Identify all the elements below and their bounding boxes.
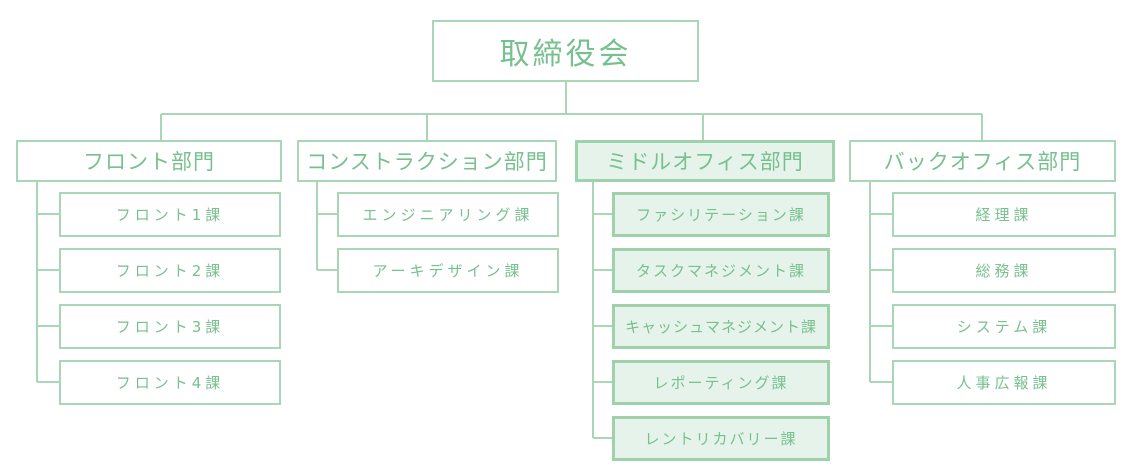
department-label: ミドルオフィス部門 (606, 150, 804, 174)
section-node: ファシリテーション課 (612, 192, 830, 237)
section-node: レポーティング課 (612, 360, 830, 405)
section-label: フロント4課 (115, 374, 225, 392)
department-label: バックオフィス部門 (883, 150, 1082, 174)
section-node: フロント1課 (59, 192, 281, 237)
section-label: 総務課 (975, 262, 1033, 280)
section-node: タスクマネジメント課 (612, 248, 830, 293)
section-label: タスクマネジメント課 (635, 262, 806, 280)
section-label: アーキデザイン課 (372, 262, 524, 280)
department-label: コンストラクション部門 (306, 150, 548, 174)
section-node: フロント3課 (59, 304, 281, 349)
section-label: フロント1課 (115, 206, 225, 224)
section-label: 人事広報課 (956, 374, 1052, 392)
section-node: 人事広報課 (892, 360, 1116, 405)
section-label: ファシリテーション課 (636, 206, 806, 224)
section-node: レントリカバリー課 (612, 416, 830, 461)
section-label: レントリカバリー課 (644, 430, 798, 448)
section-node: エンジニアリング課 (337, 192, 559, 237)
department-label: フロント部門 (83, 150, 215, 174)
section-node: 総務課 (892, 248, 1116, 293)
section-node: キャッシュマネジメント課 (612, 304, 830, 349)
board-of-directors-node: 取締役会 (432, 20, 699, 82)
department-node-middle-office: ミドルオフィス部門 (575, 140, 835, 182)
section-node: アーキデザイン課 (337, 248, 559, 293)
section-label: システム課 (956, 318, 1052, 336)
section-label: フロント2課 (115, 262, 225, 280)
section-label: キャッシュマネジメント課 (624, 318, 817, 336)
department-node-front: フロント部門 (16, 140, 282, 182)
section-node: フロント4課 (59, 360, 281, 405)
section-node: フロント2課 (59, 248, 281, 293)
section-label: 経理課 (975, 206, 1033, 224)
department-node-back-office: バックオフィス部門 (849, 140, 1116, 182)
section-label: フロント3課 (115, 318, 225, 336)
section-label: エンジニアリング課 (362, 206, 534, 224)
department-node-construction: コンストラクション部門 (297, 140, 557, 182)
section-node: システム課 (892, 304, 1116, 349)
section-label: レポーティング課 (653, 374, 789, 392)
board-of-directors-label: 取締役会 (499, 37, 632, 72)
section-node: 経理課 (892, 192, 1116, 237)
